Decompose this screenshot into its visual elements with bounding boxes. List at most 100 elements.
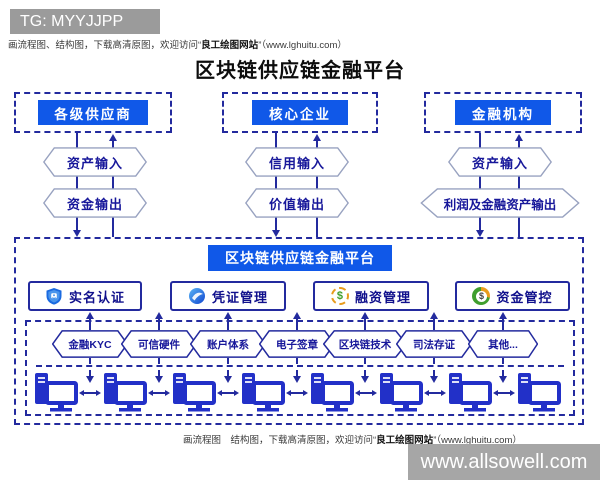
arrow-up-icon — [430, 312, 438, 319]
tech-hexagon: 其他... — [468, 330, 538, 358]
promo-url: ”（www.lghuitu.com） — [433, 435, 522, 446]
arrow-up-icon — [515, 134, 523, 141]
tech-label: 账户体系 — [207, 338, 249, 351]
connector-line — [433, 319, 435, 330]
tech-hexagon: 电子签章 — [259, 330, 335, 358]
dollar-glyph: $ — [336, 290, 344, 302]
promo-url: ”（www.lghuitu.com） — [258, 40, 347, 51]
flow-label: 资金输出 — [66, 196, 123, 212]
tech-layer-container — [25, 320, 575, 416]
computer-node-icon — [379, 373, 423, 413]
promo-text: 画流程图 结构图，下载高清原图，欢迎访问“ — [183, 435, 377, 446]
arrow-up-icon — [499, 312, 507, 319]
flow-input-hexagon: 资产输入 — [448, 147, 552, 177]
site-watermark: www.allsowell.com — [408, 444, 600, 480]
actor-box-financial-institutions: 金融机构 — [424, 92, 582, 133]
coin-pie-icon: $ — [472, 287, 491, 305]
arrow-down-icon — [499, 376, 507, 383]
flow-label: 价值输出 — [268, 196, 325, 212]
connector-line — [158, 319, 160, 330]
flow-label: 信用输入 — [268, 155, 325, 171]
actor-box-suppliers: 各级供应商 — [14, 92, 172, 133]
flow-output-hexagon: 利润及金融资产输出 — [420, 188, 580, 218]
flow-input-hexagon: 资产输入 — [43, 147, 147, 177]
tech-hexagon: 区块链技术 — [323, 330, 407, 358]
dashed-connector — [227, 358, 229, 376]
computer-node-icon — [517, 373, 561, 413]
dashed-connector — [89, 358, 91, 376]
flow-output-hexagon: 资金输出 — [43, 188, 147, 218]
module-label: 融资管理 — [354, 289, 411, 305]
tech-hexagon: 金融KYC — [52, 330, 128, 358]
computer-node-icon — [310, 373, 354, 413]
promo-site-name: 良工绘图网站 — [201, 40, 259, 51]
module-financing-mgmt: $ 融资管理 — [313, 281, 429, 311]
arrow-up-icon — [313, 134, 321, 141]
arrow-down-icon — [272, 230, 280, 237]
tech-hexagon: 账户体系 — [190, 330, 266, 358]
dashed-connector — [296, 358, 298, 376]
module-label: 凭证管理 — [211, 289, 268, 305]
computer-node-icon — [448, 373, 492, 413]
connector-line — [479, 133, 481, 230]
network-link-arrow — [286, 389, 308, 397]
dollar-glyph: $ — [475, 290, 487, 302]
flow-label: 资产输入 — [471, 155, 528, 171]
connector-line — [227, 319, 229, 330]
computer-node-icon — [34, 373, 78, 413]
network-link-arrow — [355, 389, 377, 397]
flow-output-hexagon: 价值输出 — [245, 188, 349, 218]
connector-line — [275, 133, 277, 230]
dashed-connector — [433, 358, 435, 376]
module-label: 实名认证 — [68, 289, 125, 305]
promo-text: 画流程图、结构图，下载高清原图，欢迎访问“ — [8, 40, 202, 51]
tech-label: 区块链技术 — [338, 338, 392, 351]
computer-node-icon — [103, 373, 147, 413]
arrow-down-icon — [430, 376, 438, 383]
module-fund-control: $ 资金管控 — [455, 281, 570, 311]
module-label: 资金管控 — [496, 289, 553, 305]
tech-label: 其他... — [488, 338, 518, 351]
connector-line — [364, 319, 366, 330]
shield-icon — [45, 287, 63, 305]
platform-container — [14, 237, 584, 425]
arrow-up-icon — [224, 312, 232, 319]
actor-label-suppliers: 各级供应商 — [38, 100, 148, 125]
arrow-down-icon — [476, 230, 484, 237]
actor-box-core-enterprise: 核心企业 — [222, 92, 378, 133]
connector-line — [89, 319, 91, 330]
tg-watermark-badge: TG: MYYJJPP — [10, 9, 160, 34]
arrow-up-icon — [109, 134, 117, 141]
page-title: 区块链供应链金融平台 — [195, 60, 405, 82]
connector-line — [502, 319, 504, 330]
dashed-connector — [158, 358, 160, 376]
arrow-down-icon — [86, 376, 94, 383]
connector-line — [296, 319, 298, 330]
arrow-down-icon — [155, 376, 163, 383]
flow-label: 利润及金融资产输出 — [443, 197, 557, 212]
arrow-up-icon — [361, 312, 369, 319]
arrow-down-icon — [224, 376, 232, 383]
tech-label: 金融KYC — [68, 338, 112, 351]
tech-label: 司法存证 — [413, 338, 455, 351]
computer-node-icon — [241, 373, 285, 413]
arrow-down-icon — [361, 376, 369, 383]
certificate-icon — [188, 287, 206, 305]
promo-site-name: 良工绘图网站 — [376, 435, 434, 446]
tech-hexagon: 司法存证 — [396, 330, 472, 358]
platform-title: 区块链供应链金融平台 — [208, 245, 392, 271]
computer-node-icon — [172, 373, 216, 413]
dashed-connector — [364, 358, 366, 376]
network-link-arrow — [148, 389, 170, 397]
node-layer-divider — [36, 365, 564, 367]
arrow-up-icon — [86, 312, 94, 319]
flow-input-hexagon: 信用输入 — [245, 147, 349, 177]
dashed-connector — [502, 358, 504, 376]
arrow-up-icon — [293, 312, 301, 319]
actor-label-core-enterprise: 核心企业 — [252, 100, 348, 125]
arrow-up-icon — [155, 312, 163, 319]
promo-line-top: 画流程图、结构图，下载高清原图，欢迎访问“良工绘图网站”（www.lghuitu… — [8, 37, 347, 51]
coin-dashed-icon: $ — [330, 287, 349, 305]
network-link-arrow — [424, 389, 446, 397]
